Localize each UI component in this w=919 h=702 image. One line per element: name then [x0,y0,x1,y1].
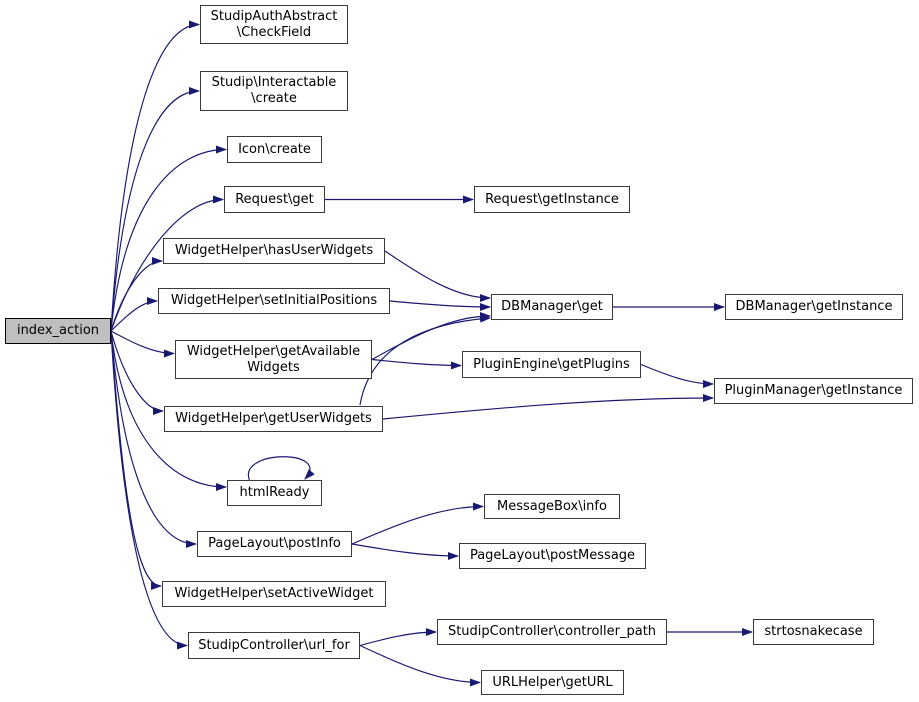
edge-index_action-to-get_user_widgets [110,330,164,415]
node-icon_create[interactable]: Icon\create [227,136,322,163]
node-label: PluginEngine\getPlugins [473,356,630,372]
node-dbmanager_getinstance[interactable]: DBManager\getInstance [725,294,903,320]
node-label: MessageBox\info [497,498,607,514]
node-url_for[interactable]: StudipController\url_for [188,632,360,659]
node-label: Request\get [235,191,314,207]
edge-html_ready-to-html_ready [247,456,315,482]
node-label: Icon\create [238,141,311,157]
node-label: \CheckField [236,24,312,40]
node-label: StudipAuthAbstract [210,8,338,24]
edge-pagelayout_postinfo-to-pagelayout_postmessage [351,543,459,560]
node-label: WidgetHelper\setActiveWidget [174,586,374,601]
edge-index_action-to-interactable_create [110,87,200,332]
node-label: WidgetHelper\getUserWidgets [175,411,372,426]
node-label: index_action [16,323,100,338]
node-label: PageLayout\postMessage [469,548,636,563]
node-checkfield[interactable]: StudipAuthAbstract\CheckField [200,5,348,44]
edge-set_initial_positions-to-dbmanager_get [389,300,491,311]
node-pluginengine_getplugins[interactable]: PluginEngine\getPlugins [462,351,641,378]
node-label: DBManager\getInstance [735,299,893,314]
node-html_ready[interactable]: htmlReady [227,480,322,506]
node-request_get[interactable]: Request\get [224,186,325,213]
edge-get_available_widgets-to-pluginengine_getplugins [371,358,462,370]
node-label: DBManager\get [501,299,603,314]
node-pagelayout_postmessage[interactable]: PageLayout\postMessage [459,543,646,569]
edge-index_action-to-set_active_widget [110,330,162,590]
node-pluginmanager_getinstance[interactable]: PluginManager\getInstance [714,378,913,404]
edge-index_action-to-html_ready [110,330,227,491]
node-interactable_create[interactable]: Studip\Interactable\create [200,71,348,111]
edge-index_action-to-has_user_widgets [110,257,163,332]
edge-has_user_widgets-to-dbmanager_get [384,250,491,302]
node-label: PluginManager\getInstance [724,383,903,398]
node-label: htmlReady [239,485,310,500]
node-label: Widgets [247,359,300,375]
edge-pagelayout_postinfo-to-messagebox_info [351,502,484,545]
node-request_getinstance[interactable]: Request\getInstance [474,186,630,213]
edge-index_action-to-icon_create [110,145,227,332]
edge-url_for-to-controller_path [359,628,437,647]
node-index_action[interactable]: index_action [5,318,111,344]
node-set_initial_positions[interactable]: WidgetHelper\setInitialPositions [158,288,390,314]
node-messagebox_info[interactable]: MessageBox\info [484,494,620,519]
edge-index_action-to-pagelayout_postinfo [110,330,197,548]
node-label: WidgetHelper\hasUserWidgets [174,243,374,258]
node-pagelayout_postinfo[interactable]: PageLayout\postInfo [197,531,352,557]
edge-index_action-to-request_get [110,195,224,332]
edge-get_user_widgets-to-pluginmanager_getinstance [382,394,714,420]
node-has_user_widgets[interactable]: WidgetHelper\hasUserWidgets [163,238,385,264]
edge-index_action-to-checkfield [110,20,200,332]
node-label: StudipController\controller_path [447,624,657,639]
node-label: URLHelper\getURL [492,674,613,690]
node-label: Studip\Interactable [211,75,337,90]
node-label: Request\getInstance [485,191,619,207]
node-strtosnakecase[interactable]: strtosnakecase [753,619,874,645]
node-label: WidgetHelper\setInitialPositions [170,293,378,308]
edge-get_user_widgets-to-dbmanager_get [359,314,491,406]
node-label: PageLayout\postInfo [208,536,341,551]
edge-index_action-to-url_for [110,330,188,650]
node-label: \create [251,91,297,106]
edge-index_action-to-set_initial_positions [110,297,158,332]
edge-pluginengine_getplugins-to-pluginmanager_getinstance [640,363,714,388]
node-controller_path[interactable]: StudipController\controller_path [437,619,667,645]
node-get_user_widgets[interactable]: WidgetHelper\getUserWidgets [164,406,383,432]
node-dbmanager_get[interactable]: DBManager\get [491,294,613,320]
node-label: strtosnakecase [764,624,863,639]
node-urlhelper_geturl[interactable]: URLHelper\getURL [481,670,624,695]
edge-url_for-to-urlhelper_geturl [359,644,481,687]
node-set_active_widget[interactable]: WidgetHelper\setActiveWidget [162,581,386,607]
node-label: WidgetHelper\getAvailable [186,343,361,359]
edge-index_action-to-get_available_widgets [110,330,175,358]
node-label: StudipController\url_for [198,637,350,653]
